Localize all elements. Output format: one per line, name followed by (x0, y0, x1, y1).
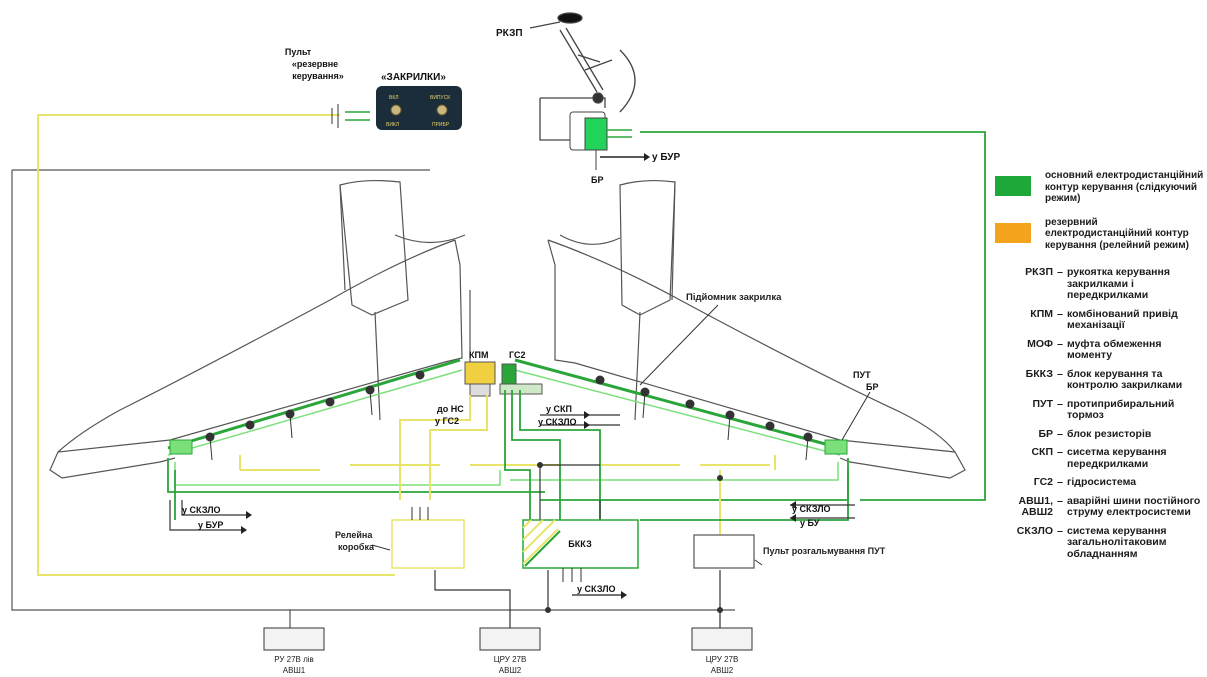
abbr-term: БР (995, 429, 1053, 441)
wingtip-units (170, 440, 847, 454)
abbr-definition: аварійні шини постійного струму електрос… (1067, 496, 1207, 519)
reserve-control-panel: ВКЛ ВИПУСК ВИКЛ ПРИБР (332, 86, 462, 130)
junction-dot (545, 607, 551, 613)
abbr-row: МОФ– муфта обмеження моменту (995, 339, 1207, 362)
kpm-unit (465, 362, 495, 396)
relay-box-label-l2: коробка (338, 542, 375, 552)
zakrylky-label: «ЗАКРИЛКИ» (381, 72, 446, 83)
panel-caption-line2: «резервне (292, 59, 338, 69)
abbr-definition: комбінований привід механізації (1067, 309, 1207, 332)
abbr-definition: блок керування та контролю закрилками (1067, 369, 1207, 392)
left-wing (50, 240, 470, 478)
u-skzlo-center-label: у СКЗЛО (538, 417, 577, 427)
junction-dot (537, 462, 543, 468)
legend-text-primary: основний електродистанційний контур керу… (1045, 170, 1207, 205)
gs2-unit (500, 364, 542, 394)
abbr-row: ГС2– гідросистема (995, 477, 1207, 489)
abbr-term: КПМ (995, 309, 1053, 321)
relay-box (372, 507, 464, 568)
backup-control-lines (38, 115, 775, 575)
abbr-row: СКЗЛО– система керування загальнолітаков… (995, 526, 1207, 561)
abbr-term: РКЗП (995, 267, 1053, 279)
signal-wires (170, 415, 855, 630)
abbr-term: БККЗ (995, 369, 1053, 381)
abbr-term: АВШ1, АВШ2 (995, 496, 1053, 519)
abbr-row: БККЗ– блок керування та контролю закрилк… (995, 369, 1207, 392)
u-bur-left-label: у БУР (198, 520, 223, 530)
abbr-row: РКЗП– рукоятка керування закрилками і пе… (995, 267, 1207, 302)
power-box-tsru-1 (480, 628, 540, 650)
abbr-row: СКП– сисетма керування передкрилками (995, 447, 1207, 470)
u-skzlo-left-label: у СКЗЛО (182, 505, 221, 515)
legend-text-backup: резервний електродистанційний контур кер… (1045, 217, 1207, 252)
panel-caption-line1: Пульт (285, 47, 312, 57)
abbr-term: СКП (995, 447, 1053, 459)
abbr-definition: сисетма керування передкрилками (1067, 447, 1207, 470)
power-box-tsru-2 (692, 628, 752, 650)
u-bur-top-label: у БУР (652, 152, 680, 163)
power-box-ru27 (264, 610, 324, 650)
br-right-label: БР (866, 382, 878, 392)
abbr-definition: протиприбиральний тормоз (1067, 399, 1207, 422)
bkkz-label: БККЗ (568, 539, 592, 549)
abbr-definition: гідросистема (1067, 477, 1207, 489)
junction-dot (717, 607, 723, 613)
abbr-row: АВШ1, АВШ2– аварійні шини постійного стр… (995, 496, 1207, 519)
tsru2-label-l1: ЦРУ 27В (706, 655, 739, 664)
abbr-definition: рукоятка керування закрилками і передкри… (1067, 267, 1207, 302)
u-skzlo-right-label: у СКЗЛО (792, 504, 831, 514)
ru27-label-l1: РУ 27В лів (274, 655, 314, 664)
kpm-label: КПМ (469, 350, 488, 360)
junction-dot (717, 475, 723, 481)
abbr-term: ПУТ (995, 399, 1053, 411)
u-skzlo-bottom-label: у СКЗЛО (577, 584, 616, 594)
legend-swatch-primary (995, 176, 1031, 196)
abbr-definition: блок резисторів (1067, 429, 1207, 441)
put-label: ПУТ (853, 370, 871, 380)
br-top-label: БР (591, 175, 603, 185)
legend-item-backup: резервний електродистанційний контур кер… (995, 217, 1207, 252)
left-engine (340, 181, 465, 420)
abbr-row: БР– блок резисторів (995, 429, 1207, 441)
u-gs2-label: у ГС2 (435, 416, 459, 426)
panel-pryb-label: ПРИБР (432, 122, 450, 128)
put-release-box (694, 535, 762, 568)
right-wing (548, 240, 965, 478)
abbr-term: СКЗЛО (995, 526, 1053, 538)
ru27-label-l2: АВШ1 (283, 666, 306, 675)
pidiomnyk-label: Підйомник закрилка (686, 292, 782, 303)
rkzp-label: РКЗП (496, 28, 523, 39)
panel-caption-line3: керування» (292, 71, 343, 81)
panel-vykl-label: ВИКЛ (386, 122, 399, 128)
legend: основний електродистанційний контур керу… (995, 170, 1207, 567)
put-leader (842, 392, 870, 440)
u-bu-right-label: у БУ (800, 518, 820, 528)
abbr-row: КПМ– комбінований привід механізації (995, 309, 1207, 332)
abbr-row: ПУТ– протиприбиральний тормоз (995, 399, 1207, 422)
right-engine (560, 181, 675, 420)
put-release-label: Пульт розгальмування ПУТ (763, 546, 886, 556)
relay-box-label-l1: Релейна (335, 530, 373, 540)
abbr-term: ГС2 (995, 477, 1053, 489)
u-skp-label: у СКП (546, 404, 572, 414)
pidiomnyk-leader (640, 305, 718, 385)
legend-item-primary: основний електродистанційний контур керу… (995, 170, 1207, 205)
primary-control-lines (175, 132, 985, 520)
br-resistor-block (570, 112, 650, 170)
gs2-label: ГС2 (509, 350, 526, 360)
abbr-definition: система керування загальнолітаковим обла… (1067, 526, 1207, 561)
tsru1-label-l1: ЦРУ 27В (494, 655, 527, 664)
abbr-definition: муфта обмеження моменту (1067, 339, 1207, 362)
tsru2-label-l2: АВШ2 (711, 666, 734, 675)
panel-vkl-label: ВКЛ (389, 95, 399, 101)
panel-vypusk-label: ВИПУСК (430, 95, 450, 101)
abbr-term: МОФ (995, 339, 1053, 351)
legend-swatch-backup (995, 223, 1031, 243)
signal-arrows (241, 411, 796, 534)
tsru1-label-l2: АВШ2 (499, 666, 522, 675)
do-ns-label: до НС (437, 404, 464, 414)
